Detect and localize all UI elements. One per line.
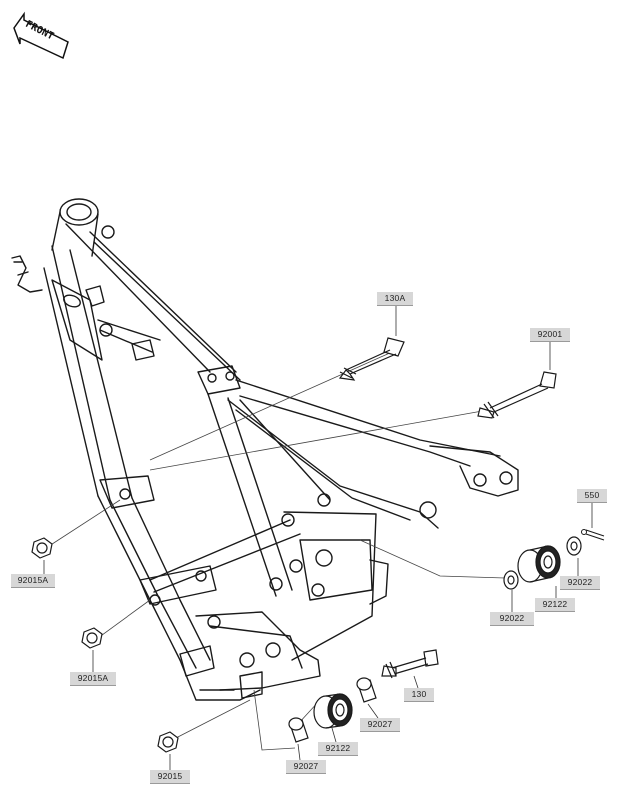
label-bolt-92001: 92001 xyxy=(530,328,570,342)
front-arrow-icon: FRONT xyxy=(13,11,69,60)
damper-92122-right-part xyxy=(517,545,561,583)
motorcycle-frame xyxy=(11,198,519,701)
bolt-130-part xyxy=(381,649,439,679)
label-nut-92015a-lower: 92015A xyxy=(70,672,116,686)
label-collar-92027-lower: 92027 xyxy=(286,760,326,774)
label-nut-92015a-upper: 92015A xyxy=(11,574,55,588)
label-bolt-130: 130 xyxy=(404,688,434,702)
label-washer-92022-center: 92022 xyxy=(490,612,534,626)
bolt-130a-part xyxy=(338,337,405,381)
label-pin-550: 550 xyxy=(577,489,607,503)
damper-92122-lower-part xyxy=(313,693,353,729)
label-damper-92122-right: 92122 xyxy=(535,598,575,612)
bolt-92001-part xyxy=(477,371,557,419)
label-washer-92022-right: 92022 xyxy=(560,576,600,590)
label-nut-92015: 92015 xyxy=(150,770,190,784)
nut-92015a-upper-part xyxy=(31,537,53,559)
label-bolt-130a: 130A xyxy=(377,292,413,306)
collar-92027-lower-part xyxy=(288,717,309,743)
label-damper-92122-lower: 92122 xyxy=(318,742,358,756)
washer-92022-right-part xyxy=(566,536,582,556)
collar-92027-right-part xyxy=(356,677,377,703)
leader-lines xyxy=(45,351,506,751)
nut-92015a-lower-part xyxy=(81,627,103,649)
pin-550-part xyxy=(581,529,605,541)
label-collar-92027-right: 92027 xyxy=(360,718,400,732)
washer-92022-center-part xyxy=(503,570,519,590)
label-ticks xyxy=(43,305,593,770)
nut-92015-part xyxy=(157,731,179,753)
